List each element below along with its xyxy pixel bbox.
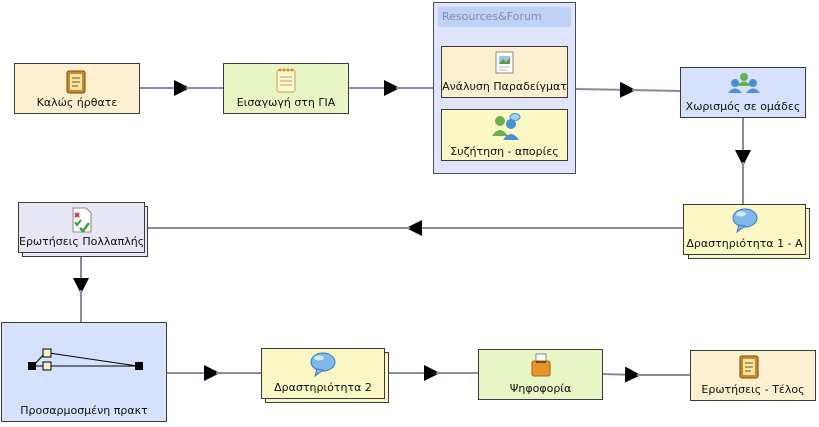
notepad-icon: [65, 68, 87, 98]
checklist-icon: [69, 206, 95, 238]
branching-diagram-icon: [25, 345, 145, 379]
notepad-icon: [738, 353, 760, 383]
node-label: Ψηφοφορία: [509, 382, 572, 395]
node-label: Χωρισμός σε ομάδες: [685, 100, 801, 113]
node-label: Δραστηριότητα 2: [274, 381, 372, 394]
image-document-icon: [493, 50, 517, 80]
group-header: Resources&Forum: [438, 7, 571, 27]
node-final-questions[interactable]: Ερωτήσεις - Τέλος: [690, 350, 816, 401]
node-label: Ανάλυση Παραδείγματ: [442, 80, 567, 93]
node-label: Προσαρμοσμένη πρακτ: [20, 404, 148, 417]
node-label: Ερωτήσεις - Τέλος: [701, 383, 805, 396]
node-discussion[interactable]: Συζήτηση - απορίες: [441, 109, 568, 161]
node-label: Ερωτήσεις Πολλαπλής: [19, 235, 144, 248]
forum-people-icon: [490, 112, 522, 146]
node-mcq[interactable]: Ερωτήσεις Πολλαπλής: [18, 202, 145, 253]
node-custom[interactable]: Προσαρμοσμένη πρακτ: [1, 322, 167, 422]
node-vote[interactable]: Ψηφοφορία: [478, 349, 603, 400]
group-title: Resources&Forum: [442, 10, 542, 23]
node-label: Καλώς ήρθατε: [36, 96, 118, 109]
edge-vote-final: [602, 366, 641, 383]
node-analysis[interactable]: Ανάλυση Παραδείγματ: [441, 46, 568, 98]
node-activity2[interactable]: Δραστηριότητα 2: [261, 348, 385, 399]
node-welcome[interactable]: Καλώς ήρθατε: [14, 63, 140, 114]
group-resources-forum[interactable]: Resources&Forum Ανάλυση Παραδείγματ Συζή…: [433, 2, 576, 174]
speech-bubble-icon: [309, 351, 337, 381]
node-intro[interactable]: Εισαγωγή στη ΓΙΑ: [223, 63, 349, 114]
edge-group-grouping: [575, 81, 636, 98]
ballot-box-icon: [529, 352, 553, 382]
speech-bubble-icon: [731, 207, 759, 237]
notes-icon: [274, 66, 298, 98]
node-activity1[interactable]: Δραστηριότητα 1 - Α: [683, 204, 806, 255]
node-label: Δραστηριότητα 1 - Α: [686, 237, 803, 250]
group-people-icon: [728, 71, 760, 99]
node-label: Συζήτηση - απορίες: [450, 145, 559, 158]
node-grouping[interactable]: Χωρισμός σε ομάδες: [680, 67, 806, 118]
node-label: Εισαγωγή στη ΓΙΑ: [236, 96, 336, 109]
